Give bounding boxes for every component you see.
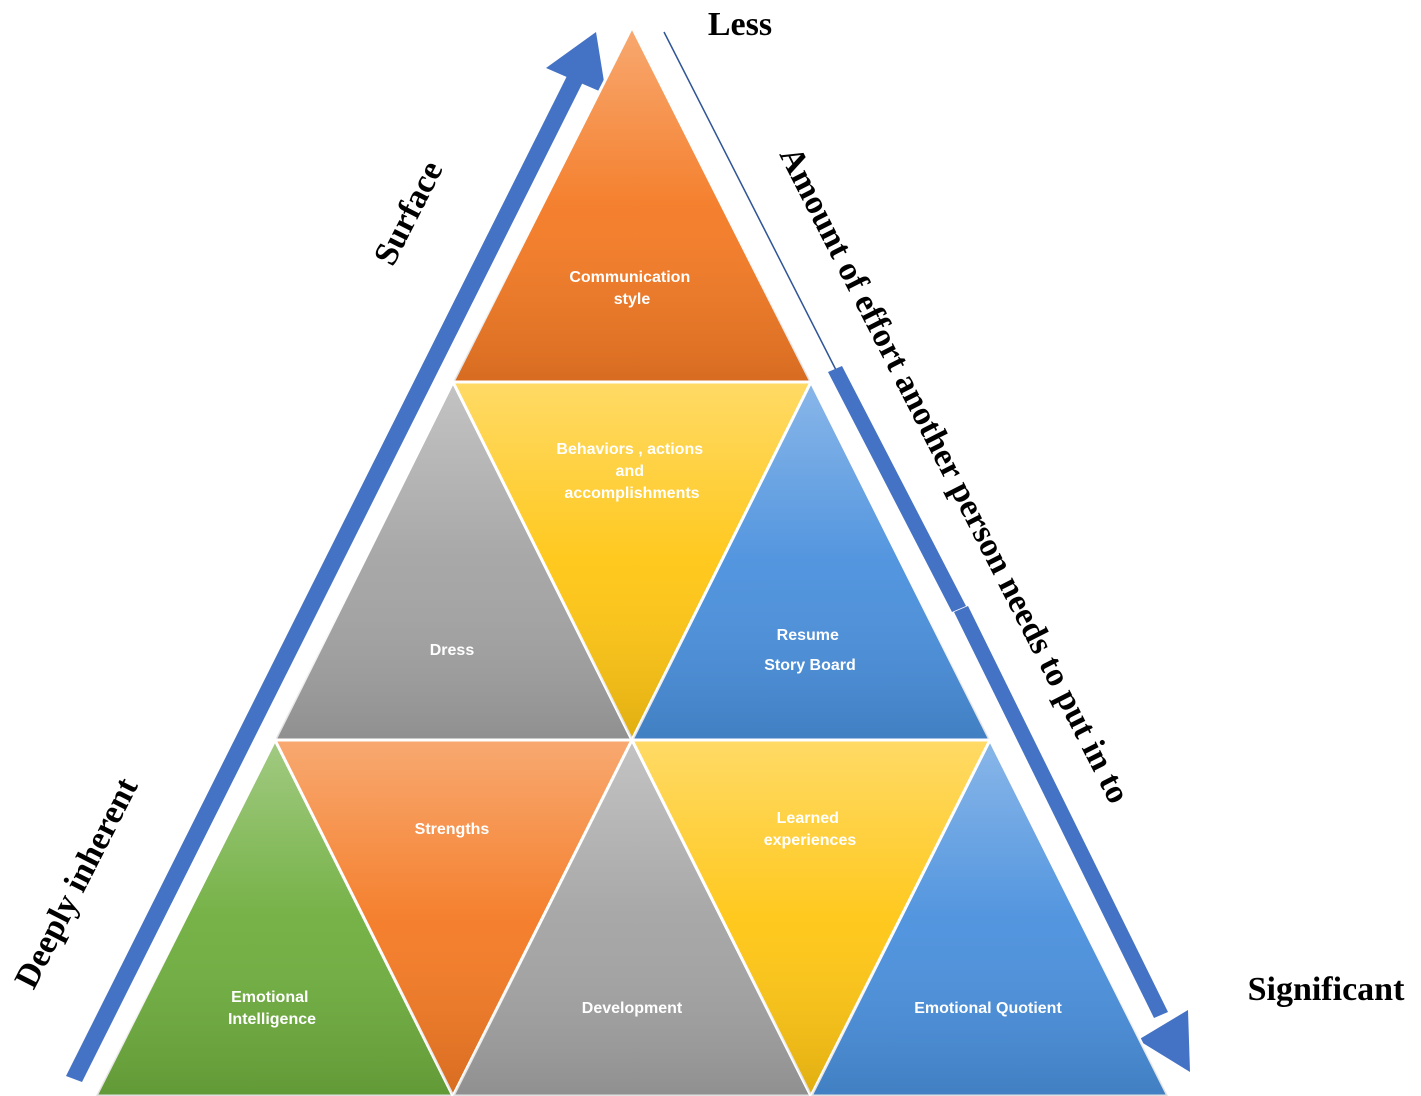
triangle-development: Development (451, 738, 813, 1096)
triangle-learned-experiences-label: Learned experiences (764, 810, 857, 849)
triangle-resume-shine (632, 382, 990, 740)
triangle-dress-shine (275, 382, 632, 740)
triangle-strengths-shine (275, 740, 632, 1096)
triangle-development-label: Development (582, 1000, 683, 1017)
triangle-communication-style-shine (453, 27, 811, 382)
triangle-development-shine (453, 740, 811, 1096)
right-arrow-shaft-lower (954, 606, 1168, 1018)
triangle-emotional-intelligence-shine (96, 740, 453, 1096)
triangle-dress-label: Dress (430, 642, 475, 659)
triangle-communication-style: Communication style (451, 25, 813, 384)
triangle-resume: Resume Story Board (630, 380, 992, 742)
left-arrow-shaft (66, 58, 592, 1082)
triangle-emotional-intelligence-label: Emotional Intelligence (228, 989, 316, 1028)
triangle-emotional-quotient-shine (811, 740, 1168, 1096)
left-arrow-head (546, 32, 606, 94)
triangle-resume-label: Resume Story Board (764, 627, 856, 674)
pyramid-triangles: Communication style Dress Behaviors , ac… (94, 25, 1170, 1096)
triangle-emotional-quotient: Emotional Quotient (809, 738, 1170, 1096)
right-arrow (663, 31, 1190, 1072)
triangle-behaviors: Behaviors , actions and accomplishments (451, 380, 813, 742)
triangle-behaviors-shine (453, 382, 811, 740)
triangle-learned-experiences-shine (632, 740, 990, 1096)
label-less: Less (708, 6, 772, 43)
right-arrow-head (1138, 1010, 1190, 1072)
right-thin-line (663, 31, 837, 371)
triangle-emotional-quotient-label: Emotional Quotient (914, 1000, 1062, 1017)
triangle-communication-style-label: Communication style (569, 269, 694, 308)
right-arrow-shaft-upper (828, 366, 966, 612)
left-arrow (66, 32, 606, 1082)
triangle-behaviors-label: Behaviors , actions and accomplishments (556, 441, 707, 502)
triangle-strengths-label: Strengths (415, 821, 490, 838)
label-significant: Significant (1248, 971, 1405, 1008)
label-surface: Surface (367, 155, 451, 271)
